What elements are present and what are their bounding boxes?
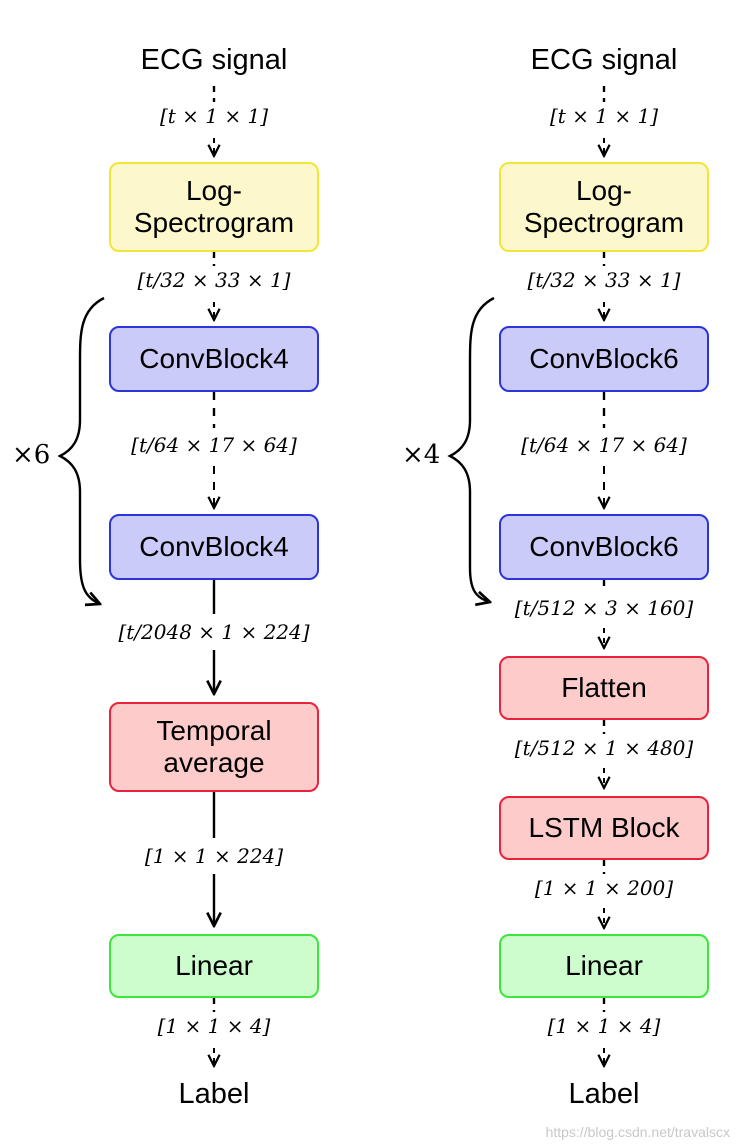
left-input-label: ECG signal — [140, 44, 288, 76]
left-repeat-brace — [57, 296, 105, 604]
left-temporal-average-label: Temporal average — [156, 715, 272, 778]
right-flatten-label: Flatten — [561, 672, 647, 703]
right-linear-block: Linear — [499, 934, 709, 998]
right-convblock-last: ConvBlock6 — [499, 514, 709, 580]
right-lstm-block: LSTM Block — [499, 796, 709, 860]
right-dim-linear: [1 × 1 × 4] — [547, 1014, 661, 1038]
right-convblock-first: ConvBlock6 — [499, 326, 709, 392]
right-dim-lstm: [1 × 1 × 200] — [534, 876, 674, 900]
left-dim-conv-out: [t/2048 × 1 × 224] — [118, 620, 310, 644]
right-dim-input: [t × 1 × 1] — [549, 104, 659, 128]
right-flatten-block: Flatten — [499, 656, 709, 720]
left-repeat-count: ×6 — [12, 440, 51, 470]
left-convblock-first-label: ConvBlock4 — [139, 343, 289, 374]
left-log-spectrogram-label: Log- Spectrogram — [133, 175, 295, 238]
watermark: https://blog.csdn.net/travalscx — [545, 1124, 730, 1140]
left-output-label: Label — [178, 1078, 250, 1110]
left-log-spectrogram-block: Log- Spectrogram — [109, 162, 319, 252]
left-convblock-last: ConvBlock4 — [109, 514, 319, 580]
right-convblock-last-label: ConvBlock6 — [529, 531, 679, 562]
right-log-spectrogram-block: Log- Spectrogram — [499, 162, 709, 252]
left-dim-spectrogram: [t/32 × 33 × 1] — [137, 268, 291, 292]
left-linear-block: Linear — [109, 934, 319, 998]
left-temporal-average-block: Temporal average — [109, 702, 319, 792]
right-output-label: Label — [568, 1078, 640, 1110]
right-dim-flatten: [t/512 × 1 × 480] — [514, 736, 694, 760]
left-convblock-first: ConvBlock4 — [109, 326, 319, 392]
left-dim-input: [t × 1 × 1] — [159, 104, 269, 128]
left-dim-temporal: [1 × 1 × 224] — [144, 844, 284, 868]
left-convblock-last-label: ConvBlock4 — [139, 531, 289, 562]
right-linear-label: Linear — [565, 950, 643, 981]
left-dim-conv-mid: [t/64 × 17 × 64] — [131, 433, 297, 457]
right-repeat-brace — [447, 296, 495, 602]
right-dim-spectrogram: [t/32 × 33 × 1] — [527, 268, 681, 292]
right-input-label: ECG signal — [530, 44, 678, 76]
right-repeat-count: ×4 — [402, 440, 441, 470]
left-linear-label: Linear — [175, 950, 253, 981]
right-convblock-first-label: ConvBlock6 — [529, 343, 679, 374]
right-lstm-label: LSTM Block — [528, 812, 680, 843]
right-dim-conv-mid: [t/64 × 17 × 64] — [521, 433, 687, 457]
left-dim-linear: [1 × 1 × 4] — [157, 1014, 271, 1038]
right-log-spectrogram-label: Log- Spectrogram — [523, 175, 685, 238]
right-dim-conv-out: [t/512 × 3 × 160] — [514, 596, 694, 620]
